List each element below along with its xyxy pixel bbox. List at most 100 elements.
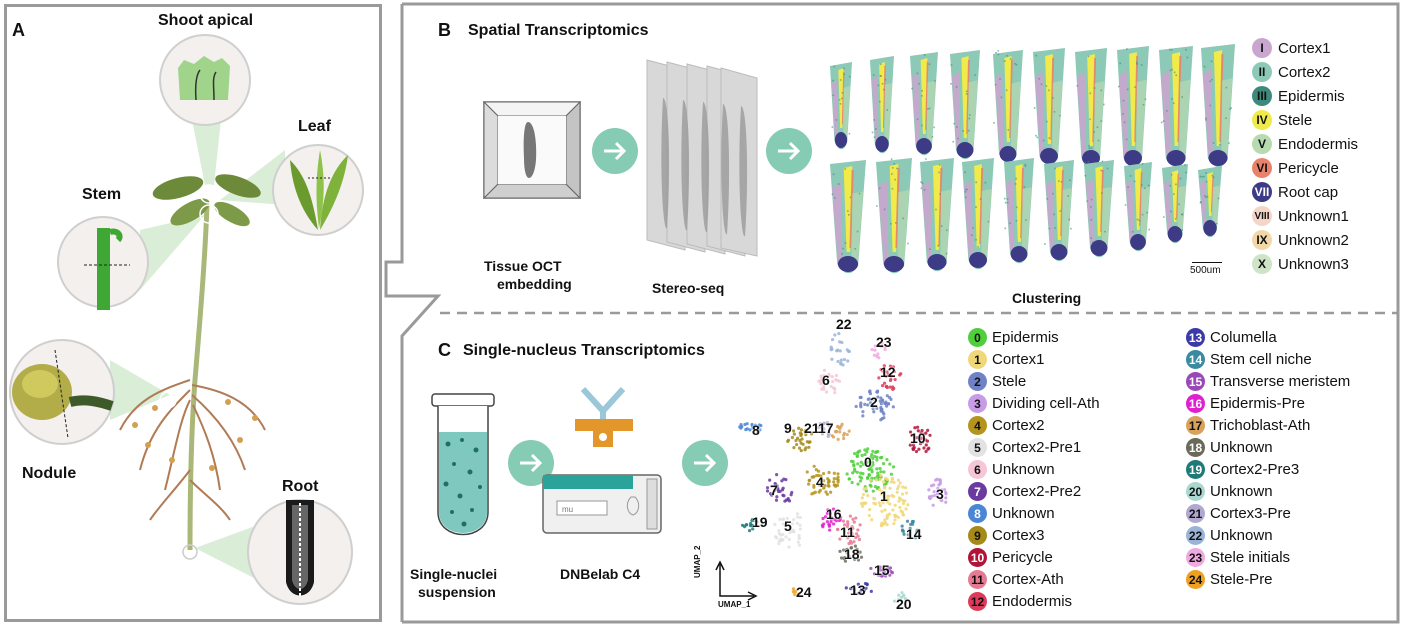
- arrow-c2: [682, 440, 728, 486]
- umap-cluster-label: 17: [818, 420, 834, 436]
- legend-marker: 7: [968, 482, 987, 501]
- snrna-legend-item: 7 Cortex2-Pre2: [968, 482, 1081, 501]
- umap-cluster-label: 18: [844, 546, 860, 562]
- umap-cluster-label: 21: [804, 420, 820, 436]
- umap-cluster-label: 20: [896, 596, 912, 612]
- spatial-section: [1075, 48, 1107, 168]
- spatial-section: [1159, 46, 1193, 168]
- label-root: Root: [282, 478, 319, 495]
- umap-cluster-points: [830, 422, 851, 441]
- umap-cluster-points: [791, 587, 802, 597]
- legend-label: Stele: [992, 373, 1027, 390]
- legend-label: Epidermis: [1278, 87, 1345, 105]
- umap-cluster-points: [816, 420, 831, 438]
- umap-cluster-points: [820, 507, 843, 532]
- legend-marker: 1: [968, 350, 987, 369]
- spatial-section: [1162, 164, 1188, 244]
- nuclei-tube-illustration: [431, 393, 495, 536]
- snrna-legend-item: 6 Unknown: [968, 460, 1055, 479]
- legend-marker: 16: [1186, 394, 1205, 413]
- panel-a-letter: A: [12, 20, 25, 40]
- umap-cluster-points: [859, 474, 910, 528]
- legend-marker: 6: [968, 460, 987, 479]
- umap-cluster-label: 11: [840, 524, 855, 540]
- umap-cluster-points: [829, 332, 851, 367]
- legend-marker: VIII: [1252, 206, 1272, 226]
- spatial-section: [830, 62, 852, 150]
- legend-marker: 3: [968, 394, 987, 413]
- umap-cluster-points: [854, 389, 895, 422]
- umap-cluster-label: 24: [796, 584, 812, 600]
- dnbelab-illustration: mu: [542, 386, 662, 534]
- umap-axes: [715, 560, 758, 601]
- umap-cluster-points: [877, 364, 903, 391]
- spatial-section: [1201, 44, 1235, 168]
- label-nodule: Nodule: [22, 465, 77, 482]
- legend-marker: 24: [1186, 570, 1205, 589]
- legend-label: Stem cell niche: [1210, 351, 1312, 368]
- legend-label: Unknown: [992, 505, 1055, 522]
- legend-marker: 10: [968, 548, 987, 567]
- label-oct-line2: embedding: [497, 276, 572, 292]
- umap-cluster-points: [740, 517, 759, 533]
- legend-label: Stele initials: [1210, 549, 1291, 566]
- panel-c-letter: C: [438, 340, 451, 360]
- legend-label: Stele-Pre: [1210, 571, 1273, 588]
- legend-marker: 20: [1186, 482, 1205, 501]
- legend-marker: 0: [968, 328, 987, 347]
- legend-marker: II: [1252, 62, 1272, 82]
- legend-label: Cortex1: [1278, 39, 1331, 57]
- spatial-section: [950, 50, 980, 160]
- scale-bar-label: 500um: [1190, 265, 1221, 276]
- label-leaf: Leaf: [298, 118, 331, 135]
- spatial-section: [1033, 48, 1065, 166]
- legend-marker: IV: [1252, 110, 1272, 130]
- spatial-section: [993, 50, 1023, 164]
- panel-c-title: Single-nucleus Transcriptomics: [463, 342, 705, 359]
- umap-cluster-points: [738, 422, 763, 434]
- legend-label: Trichoblast-Ath: [1210, 417, 1311, 434]
- label-oct-line1: Tissue OCT: [484, 258, 562, 274]
- umap-cluster-points: [805, 464, 840, 496]
- panel-a-frame: [4, 4, 382, 622]
- legend-marker: VI: [1252, 158, 1272, 178]
- legend-label: Epidermis: [992, 329, 1059, 346]
- panel-b-letter: B: [438, 20, 451, 40]
- arrow-b2: [766, 128, 812, 174]
- umap-cluster-label: 10: [910, 430, 926, 446]
- umap-cluster-label: 3: [936, 486, 944, 502]
- legend-label: Cortex2-Pre2: [992, 483, 1082, 500]
- umap-axis-x-label: UMAP_1: [718, 600, 751, 609]
- umap-cluster-points: [870, 342, 887, 360]
- legend-marker: 11: [968, 570, 987, 589]
- umap-cluster-points: [900, 519, 921, 540]
- legend-label: Unknown: [992, 461, 1055, 478]
- umap-cluster-label: 7: [770, 482, 778, 498]
- umap-cluster-label: 22: [836, 316, 852, 332]
- legend-label: Cortex1: [992, 351, 1045, 368]
- umap-cluster-points: [765, 472, 794, 503]
- legend-label: Endodermis: [1278, 135, 1359, 153]
- stereo-seq-sections: [646, 59, 758, 257]
- umap-axis-y-label: UMAP_2: [693, 545, 702, 578]
- umap-cluster-label: 13: [850, 582, 866, 598]
